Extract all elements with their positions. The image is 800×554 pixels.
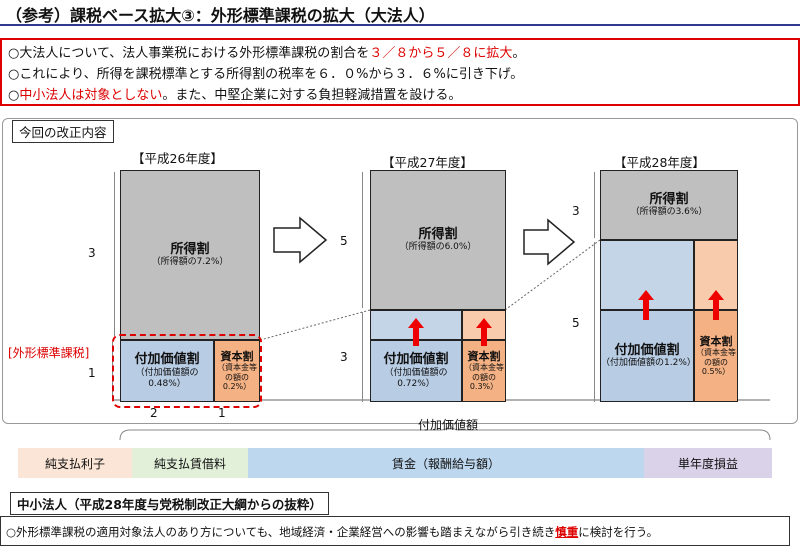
shotoku-title-h26: 所得割: [170, 241, 210, 257]
fuka-sub-h27: （付加価値額の0.72%）: [384, 367, 448, 389]
fuka-sub-h28: （付加価値額の1.2%）: [601, 358, 696, 369]
shotoku-title-h27: 所得割: [418, 226, 458, 242]
shotoku-block-h27: 所得割 （所得額の6.0%）: [370, 170, 506, 310]
fuka-title-h27: 付加価値割: [383, 351, 449, 367]
shihon-block-h28: 資本割 （資本金等の額の0.5%）: [694, 310, 738, 402]
year-title-h26: 【平成26年度】: [132, 151, 223, 166]
ratio-shotoku-h26: 3: [88, 246, 96, 260]
shotoku-sub-h28: （所得額の3.6%）: [630, 207, 708, 218]
band-rent: 純支払賃借料: [132, 448, 248, 478]
up-arrow-icon: [408, 318, 424, 346]
summary-line-1-end: 。: [512, 46, 526, 61]
band-interest: 純支払利子: [18, 448, 132, 478]
summary-line-3-bullet: ○: [8, 88, 20, 103]
gaikei-label: [外形標準課税]: [8, 346, 90, 360]
summary-line-1: ○大法人について、法人事業税における外形標準課税の割合を３／８から５／８に拡大。: [8, 42, 525, 61]
shihon-block-h26: 資本割 （資本金等の額の0.2%）: [214, 340, 260, 402]
fuka-block-h26: 付加価値割 （付加価値額の0.48%）: [120, 340, 214, 402]
brace-shotoku-h26: [114, 172, 120, 336]
up-arrow-icon: [476, 318, 492, 346]
dotted-connector-1: [259, 309, 371, 341]
summary-line-3: ○中小法人は対象としない。また、中堅企業に対する負担軽減措置を設ける。: [8, 84, 461, 103]
year-title-h27: 【平成27年度】: [382, 155, 473, 170]
fuka-block-h28: 付加価値割 （付加価値額の1.2%）: [600, 310, 696, 402]
fuka-block-h27: 付加価値割 （付加価値額の0.72%）: [370, 340, 462, 402]
shotoku-title-h28: 所得割: [649, 191, 689, 207]
transition-arrow-1: [273, 216, 328, 264]
shihon-title-h28: 資本割: [699, 335, 733, 349]
shihon-block-h27: 資本割 （資本金等の額の0.3%）: [462, 340, 506, 402]
brace-shotoku-h28: [594, 172, 600, 238]
shihon-sub-h27: （資本金等の額の0.3%）: [464, 363, 504, 392]
diagram-frame: [2, 118, 798, 424]
ratio-shotoku-h28: 3: [572, 204, 580, 218]
gaikei-highlight-frame: [112, 334, 262, 408]
diagram-section-label: 今回の改正内容: [12, 120, 114, 143]
summary-line-1-text: ○大法人について、法人事業税における外形標準課税の割合を: [8, 46, 370, 61]
shotoku-block-h26: 所得割 （所得額の7.2%）: [120, 170, 260, 340]
band-wages: 賃金（報酬給与額）: [248, 448, 644, 478]
sme-title: 中小法人（平成28年度与党税制改正大綱からの抜粋）: [10, 492, 329, 515]
year-title-h28: 【平成28年度】: [614, 155, 705, 170]
summary-box: ○大法人について、法人事業税における外形標準課税の割合を３／８から５／８に拡大。…: [0, 38, 800, 106]
ratio-shotoku-h27: 5: [340, 234, 348, 248]
brace-shotoku-h27: [362, 172, 368, 308]
sme-text-highlight: 慎重: [555, 525, 579, 539]
shihon-sub-h26: （資本金等の額の0.2%）: [217, 363, 257, 392]
fuka-sub-h26: （付加価値額の0.48%）: [135, 367, 199, 389]
tax-base-label: 付加価値額: [418, 418, 479, 432]
tax-base-brace: [119, 421, 771, 441]
title-underline: [0, 24, 800, 26]
shihon-title-h26: 資本割: [220, 350, 254, 364]
ratio-gaikei-h26: 1: [88, 366, 96, 380]
ratio-shihon-h26: 1: [218, 406, 226, 420]
page-title: （参考）課税ベース拡大③：外形標準課税の拡大（大法人）: [6, 6, 435, 25]
shotoku-block-h28: 所得割 （所得額の3.6%）: [600, 170, 738, 240]
sme-text: ○外形標準課税の適用対象法人のあり方についても、地域経済・企業経営への影響も踏ま…: [6, 524, 658, 540]
sme-box: [0, 516, 790, 546]
ratio-gaikei-h27: 3: [340, 350, 348, 364]
ratio-fuka-h26: 2: [150, 406, 158, 420]
transition-arrow-2: [523, 218, 576, 266]
summary-line-2: ○これにより、所得を課税標準とする所得割の税率を６．０%から３．６%に引き下げ。: [8, 67, 524, 82]
up-arrow-icon: [708, 290, 724, 320]
summary-line-3-highlight: 中小法人は対象としない: [19, 88, 163, 103]
band-profit-loss: 単年度損益: [644, 448, 772, 478]
shihon-sub-h28: （資本金等の額の0.5%）: [696, 348, 736, 377]
summary-line-3-text: 。また、中堅企業に対する負担軽減措置を設ける。: [162, 88, 462, 103]
fuka-title-h26: 付加価値割: [134, 351, 200, 367]
fuka-title-h28: 付加価値割: [614, 342, 680, 358]
shotoku-sub-h26: （所得額の7.2%）: [151, 257, 229, 268]
summary-line-1-highlight: ３／８から５／８に拡大: [369, 46, 513, 61]
sme-text-end: に検討を行う。: [578, 525, 659, 539]
brace-gaikei-h27: [362, 312, 368, 402]
shotoku-sub-h27: （所得額の6.0%）: [399, 242, 477, 253]
ratio-gaikei-h28: 5: [572, 316, 580, 330]
up-arrow-icon: [638, 290, 654, 320]
sme-text-main: ○外形標準課税の適用対象法人のあり方についても、地域経済・企業経営への影響も踏ま…: [6, 525, 556, 539]
brace-gaikei-h28: [594, 242, 600, 402]
shihon-title-h27: 資本割: [467, 350, 501, 364]
